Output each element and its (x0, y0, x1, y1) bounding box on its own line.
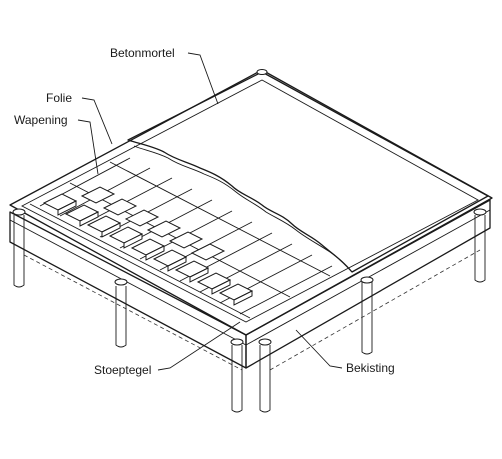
label-bekisting: Bekisting (346, 361, 395, 375)
label-stoeptegel: Stoeptegel (94, 363, 151, 377)
concrete-surface (127, 71, 489, 273)
paving-tiles (42, 186, 254, 306)
label-wapening: Wapening (14, 113, 68, 127)
label-betonmortel: Betonmortel (110, 46, 175, 60)
support-posts (13, 215, 486, 413)
foil-layer (21, 79, 479, 323)
label-folie: Folie (46, 91, 72, 105)
concrete-pour-edge (133, 145, 353, 273)
hidden-edges (23, 249, 481, 398)
post-caps (12, 69, 487, 346)
leader-lines (77, 52, 343, 371)
